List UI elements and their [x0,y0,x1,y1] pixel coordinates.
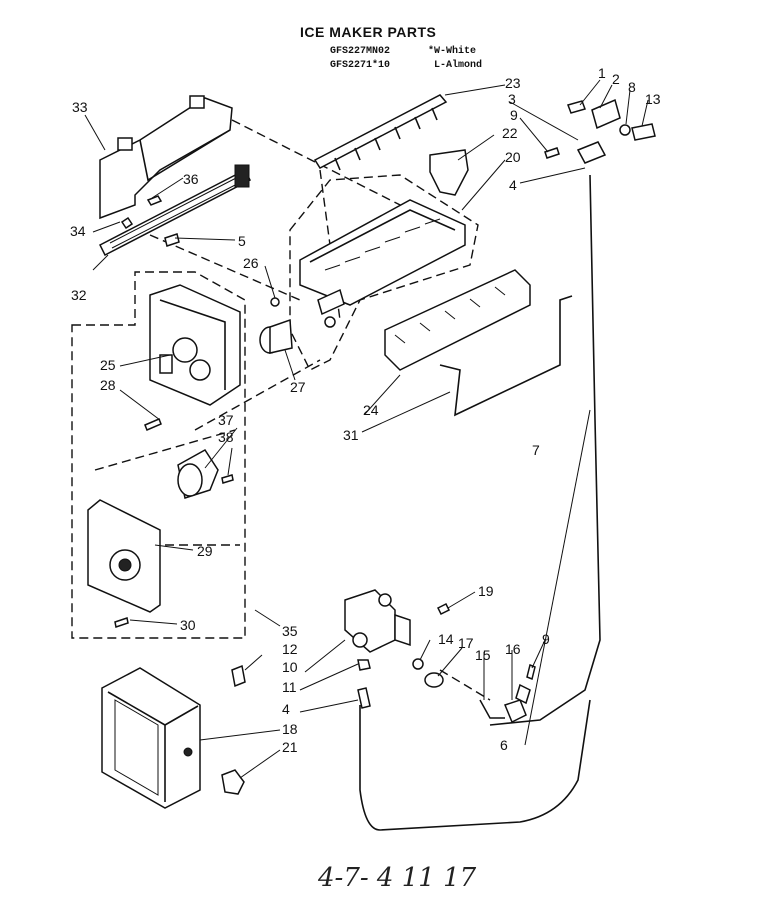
cover-part-18 [101,667,201,809]
callout-15: 15 [475,647,491,663]
callout-33: 33 [72,99,88,115]
callout-17: 17 [458,635,474,651]
callout-23: 23 [505,75,521,91]
screw-part-38 [221,474,234,484]
mounting-plate-part-29 [87,499,161,613]
callout-7: 7 [532,442,540,458]
callout-21: 21 [282,739,298,755]
callout-38: 38 [218,429,234,445]
water-tube-fill [359,699,591,831]
callout-4-lower: 4 [282,701,290,717]
callout-36: 36 [183,171,199,187]
callout-19: 19 [478,583,494,599]
fill-cup-part-22 [429,149,469,196]
callout-2: 2 [612,71,620,87]
clip-part-5 [164,233,180,247]
callout-4: 4 [509,177,517,193]
callout-14: 14 [438,631,454,647]
callout-29: 29 [197,543,213,559]
callout-leaders [84,79,649,779]
color-code: *W-White [428,46,477,57]
grommet-part-12 [231,664,246,688]
washer-part-14 [412,658,424,670]
color-code: L-Almond [434,60,483,71]
tube-part-15 [479,699,505,719]
callout-28: 28 [100,377,116,393]
callout-24: 24 [363,402,379,418]
screw-part-34 [120,216,134,230]
callout-18: 18 [282,721,298,737]
model-number: GFS227MN02 [330,46,391,57]
nut-part-17 [424,672,444,688]
callout-26: 26 [243,255,259,271]
diagram-title: ICE MAKER PARTS [300,24,437,40]
handwritten-signature: 4-7- 4 11 17 [317,863,477,893]
screw-part-19 [436,602,451,616]
callout-1: 1 [598,65,606,81]
callout-numbers: 33 36 34 5 32 26 25 28 27 37 38 29 30 35… [70,65,661,755]
callout-16: 16 [505,641,521,657]
water-valve-part-10 [344,589,411,653]
callout-37: 37 [218,412,234,428]
mounting-bracket-part-33 [99,95,233,220]
ice-mold-box [289,174,479,371]
ejector-part-23 [313,94,448,171]
clamp-part-16 [515,683,531,705]
control-assembly-box [71,271,246,639]
ice-mold-part-20 [299,199,466,328]
knob-part-21 [221,769,245,795]
callout-12: 12 [282,641,298,657]
callout-10: 10 [282,659,298,675]
callout-34: 34 [70,223,86,239]
motor-part-37 [177,449,219,499]
screw-part-30 [114,617,129,628]
control-housing-part-25 [149,284,241,406]
callout-9: 9 [510,107,518,123]
tray-part-24 [384,269,531,371]
thermostat-part-27 [259,318,293,354]
fitting-part-6 [504,699,527,724]
callout-11: 11 [282,679,297,695]
screw-part-28 [144,418,162,431]
water-tube-part-7 [489,174,601,726]
callout-5: 5 [238,233,246,249]
callout-3: 3 [508,91,516,107]
clip-part-26 [270,297,280,307]
screw-part-36 [146,195,163,206]
wire-harness-part-32 [98,164,252,257]
nut-part-11 [357,659,371,671]
wire-part-31 [439,295,573,417]
callout-13: 13 [645,91,661,107]
callout-25: 25 [100,357,116,373]
callout-32: 32 [71,287,87,303]
clip-part-9-lower [526,663,536,681]
callout-27: 27 [290,379,306,395]
callout-30: 30 [180,617,196,633]
callout-20: 20 [505,149,521,165]
fitting-part-4-lower [357,687,371,709]
fill-tube-assembly [544,98,656,164]
callout-8: 8 [628,79,636,95]
callout-9-lower: 9 [542,631,550,647]
callout-31: 31 [343,427,359,443]
callout-22: 22 [502,125,518,141]
callout-6: 6 [500,737,508,753]
model-number: GFS2271*10 [330,60,391,71]
callout-35: 35 [282,623,298,639]
